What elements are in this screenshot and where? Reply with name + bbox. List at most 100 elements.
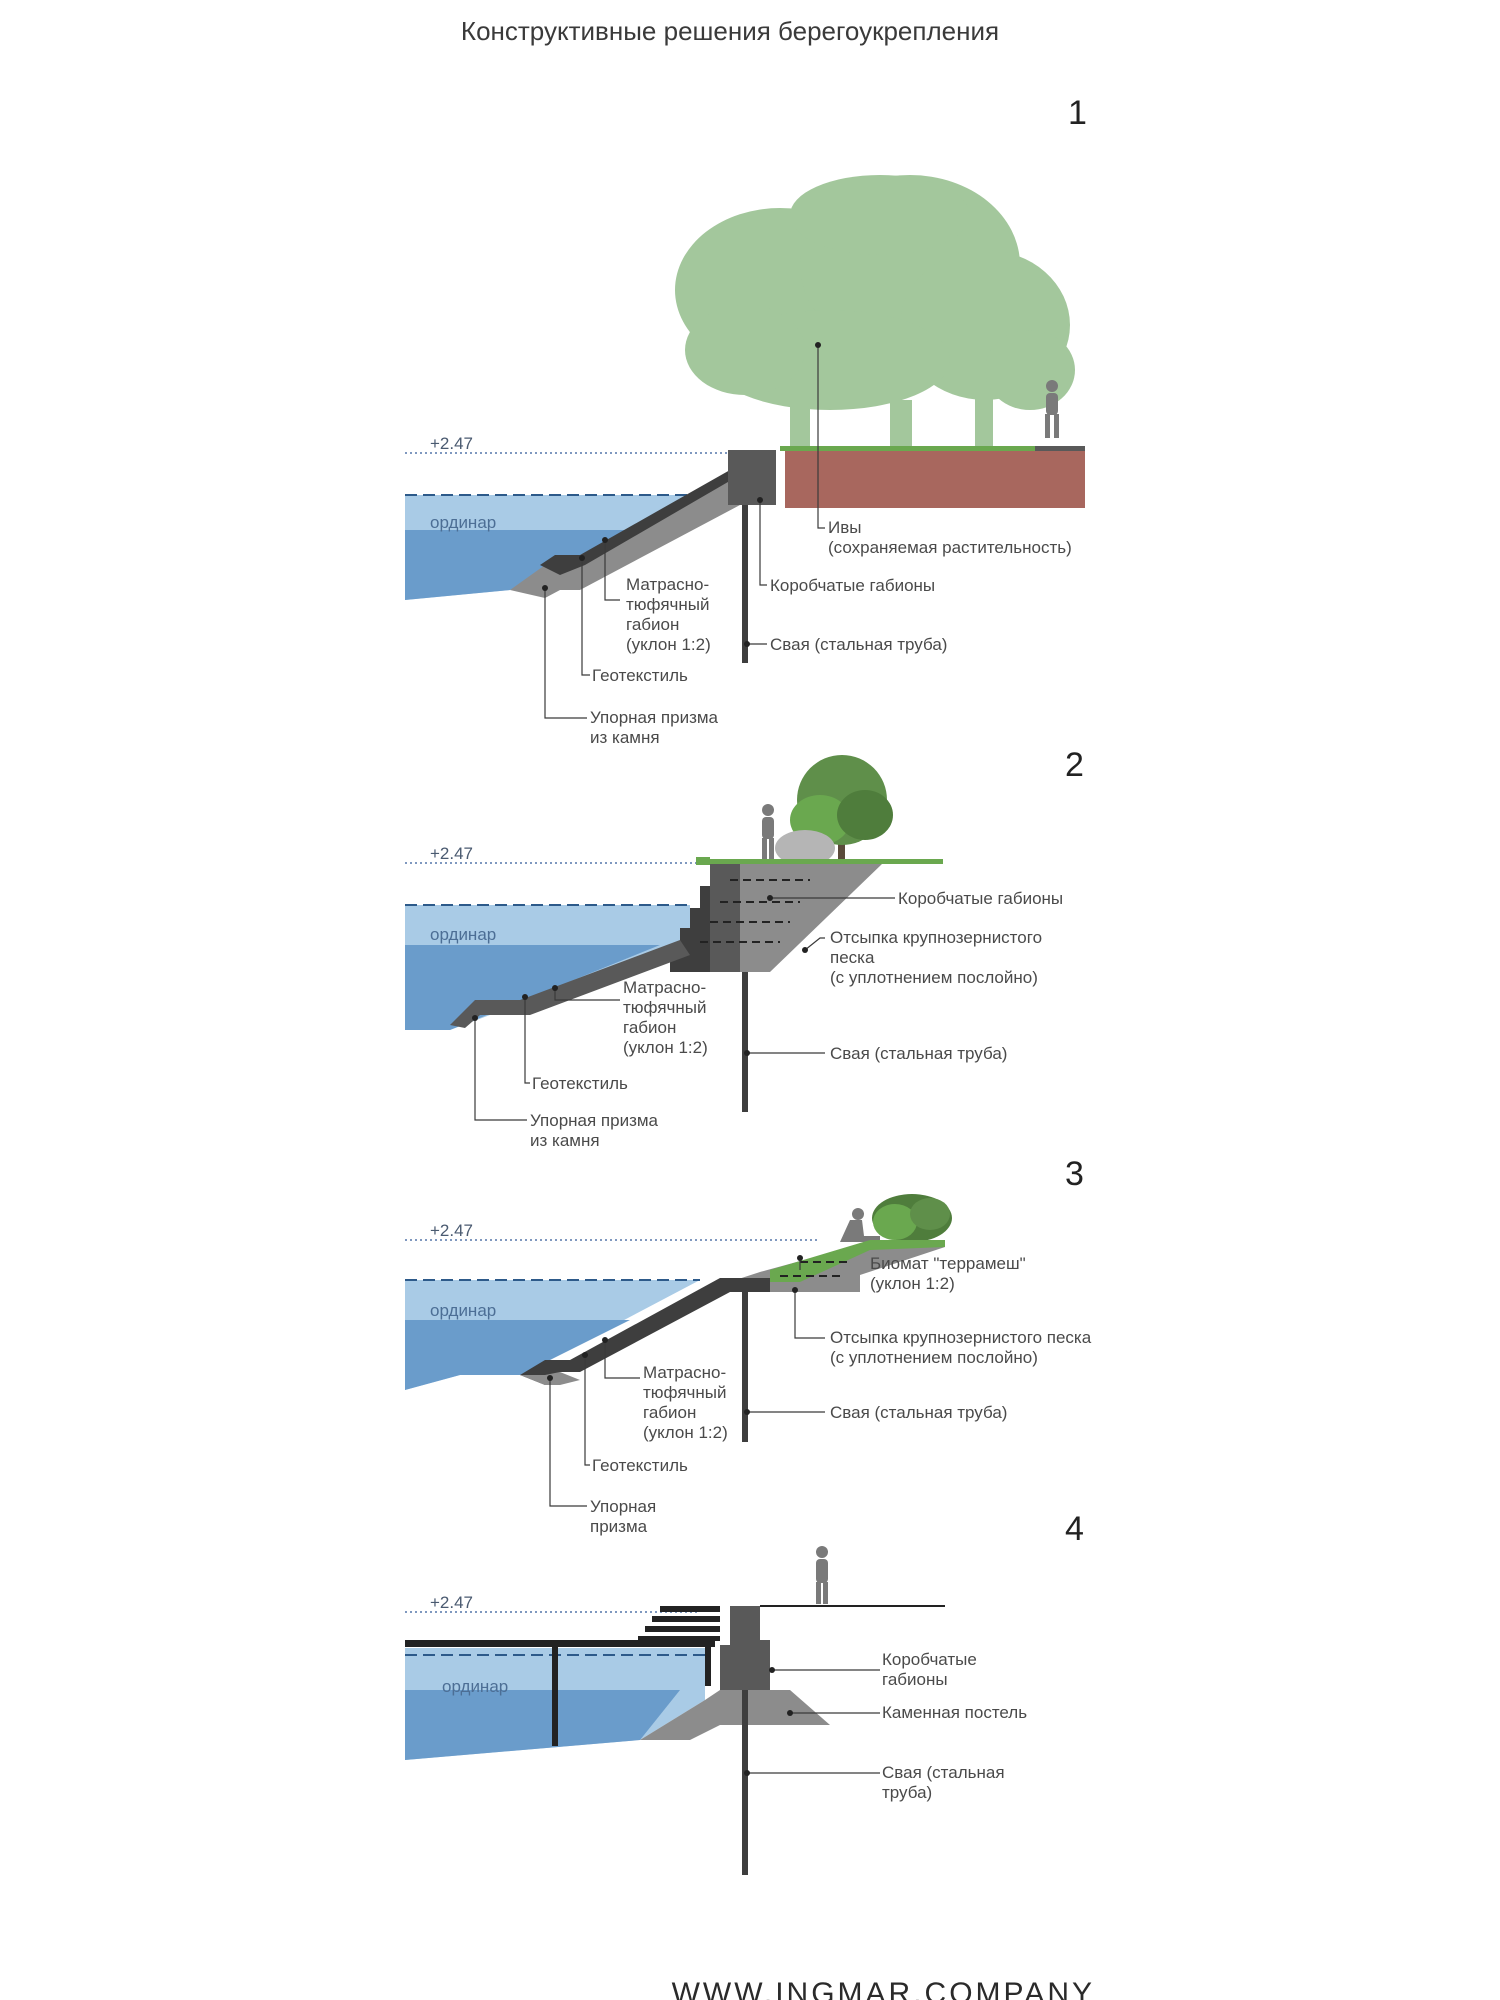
label-stone-prism: Упорная призма — [530, 1111, 659, 1130]
label-mattress-gabion: габион — [623, 1018, 676, 1037]
label-box-gabions: Коробчатые габионы — [770, 576, 935, 595]
box-gabions — [710, 860, 740, 972]
person-silhouette-icon — [816, 1546, 828, 1604]
label-geotextile: Геотекстиль — [592, 1456, 688, 1475]
label-mattress-gabion: (уклон 1:2) — [643, 1423, 728, 1442]
sand-fill — [710, 864, 882, 972]
steel-pile — [742, 1292, 748, 1442]
leader-line — [794, 1290, 825, 1339]
water-label: ординар — [430, 513, 496, 532]
steps — [638, 1606, 720, 1641]
steel-pile — [742, 1690, 748, 1875]
label-stone-prism: из камня — [590, 728, 660, 747]
leader-line — [584, 1355, 590, 1466]
level-label: +2.47 — [430, 1593, 473, 1612]
leader-dot — [472, 1015, 478, 1021]
level-label: +2.47 — [430, 434, 473, 453]
mattress-gabion — [520, 1278, 770, 1385]
leader-line — [549, 1378, 587, 1507]
pier-support — [552, 1646, 558, 1746]
leader-dot — [744, 1770, 750, 1776]
label-willows-note: (сохраняемая растительность) — [828, 538, 1072, 557]
leader-line — [474, 1018, 527, 1121]
leader-dot — [744, 1050, 750, 1056]
section-4: 4 +2.47 ординар — [405, 1510, 1084, 1875]
leader-dot — [579, 555, 585, 561]
person-silhouette-icon — [762, 804, 774, 860]
label-sand-fill: Отсыпка крупнозернистого песка — [830, 1328, 1092, 1347]
leader-line — [581, 558, 590, 676]
label-geotextile: Геотекстиль — [592, 666, 688, 685]
section-number: 4 — [1065, 1510, 1084, 1548]
label-steel-pile: Свая (стальная труба) — [770, 635, 947, 654]
leader-line — [524, 997, 530, 1084]
leader-dot — [787, 1710, 793, 1716]
shrub-illustration — [872, 1194, 952, 1242]
section-number: 3 — [1065, 1155, 1084, 1193]
box-gabions — [720, 1606, 770, 1690]
label-mattress-gabion: (уклон 1:2) — [623, 1038, 708, 1057]
label-geotextile: Геотекстиль — [532, 1074, 628, 1093]
stone-bed — [640, 1690, 830, 1740]
person-sitting-icon — [840, 1208, 880, 1242]
label-stone-prism: Упорная призма — [590, 708, 719, 727]
leader-line — [817, 345, 825, 529]
diagram-title: Конструктивные решения берегоукрепления — [461, 16, 999, 46]
steel-pile — [742, 972, 748, 1112]
label-willows: Ивы — [828, 518, 861, 537]
label-sand-fill: Отсыпка крупнозернистого — [830, 928, 1042, 947]
vegetation-icon — [696, 857, 710, 865]
label-mattress-gabion: Матрасно- — [643, 1363, 726, 1382]
label-steel-pile: труба) — [882, 1783, 932, 1802]
label-mattress-gabion: Матрасно- — [626, 575, 709, 594]
leader-line — [604, 1340, 640, 1379]
water-lower — [405, 945, 660, 1030]
leader-dot — [802, 947, 808, 953]
level-label: +2.47 — [430, 844, 473, 863]
leader-dot — [767, 895, 773, 901]
box-gabions — [728, 450, 776, 505]
water-label: ординар — [430, 1301, 496, 1320]
leader-line — [544, 588, 587, 719]
pier-deck — [405, 1640, 715, 1647]
website-url: WWW.INGMAR.COMPANY — [672, 1977, 1095, 2000]
label-stone-bed: Каменная постель — [882, 1703, 1027, 1722]
level-label: +2.47 — [430, 1221, 473, 1240]
section-1: 1 +2.47 орд — [405, 94, 1087, 747]
leader-dot — [582, 1352, 588, 1358]
pier-support — [705, 1646, 711, 1686]
label-sand-fill: (с уплотнением послойно) — [830, 1348, 1038, 1367]
leader-line — [804, 937, 825, 951]
leader-dot — [522, 994, 528, 1000]
section-2: 2 +2.47 ординар — [405, 746, 1084, 1150]
leader-line — [759, 500, 767, 586]
water-label: ординар — [442, 1677, 508, 1696]
leader-dot — [744, 641, 750, 647]
leader-dot — [815, 342, 821, 348]
label-sand-fill: песка — [830, 948, 875, 967]
label-sand-fill: (с уплотнением послойно) — [830, 968, 1038, 987]
leader-dot — [552, 985, 558, 991]
label-mattress-gabion: тюфячный — [643, 1383, 727, 1402]
leader-line — [604, 540, 620, 601]
ground-surface — [780, 446, 1085, 451]
leader-line — [554, 988, 620, 1001]
label-mattress-gabion: (уклон 1:2) — [626, 635, 711, 654]
willow-trees-illustration — [675, 175, 1075, 450]
label-box-gabions: Коробчатые габионы — [898, 889, 1063, 908]
leader-dot — [797, 1255, 803, 1261]
section-3: 3 +2.47 ординар — [405, 1155, 1092, 1536]
leader-dot — [602, 1337, 608, 1343]
person-silhouette-icon — [1045, 380, 1059, 438]
soil-layer — [785, 448, 1085, 508]
label-stone-prism: из камня — [530, 1131, 600, 1150]
biomat-terramesh — [770, 1240, 945, 1282]
path-surface — [1035, 446, 1085, 451]
leader-dot — [757, 497, 763, 503]
label-box-gabions: габионы — [882, 1670, 948, 1689]
label-biomat: Биомат "террамеш" — [870, 1254, 1026, 1273]
mattress-gabion — [540, 450, 770, 575]
grass-surface — [708, 859, 943, 864]
water-lower — [405, 1320, 630, 1390]
